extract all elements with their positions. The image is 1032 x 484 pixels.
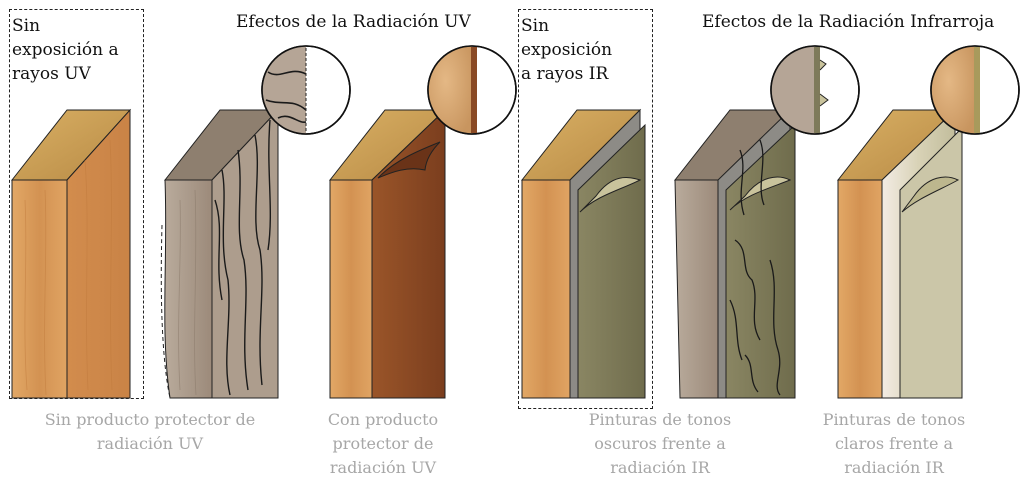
ir-reference-frame xyxy=(518,9,653,409)
ir-light-caption-line-1: Pinturas de tonos xyxy=(822,410,966,429)
uv-reference-line-3: rayos UV xyxy=(12,64,91,84)
uv-unprotected-caption-line-2: radiación UV xyxy=(96,434,204,453)
uv-reference-line-1: Sin xyxy=(12,16,41,36)
uv-reference-line-2: exposición a xyxy=(12,40,119,60)
uv-unprotected-magnifier xyxy=(261,45,351,135)
ir-reference-line-3: a rayos IR xyxy=(521,64,609,84)
uv-protected-magnifier xyxy=(427,45,517,135)
uv-protected-caption-line-1: Con producto xyxy=(327,410,439,429)
uv-reference-block xyxy=(10,108,132,399)
uv-section-title: Efectos de la Radiación UV xyxy=(236,12,471,32)
ir-dark-caption-line-3: radiación IR xyxy=(610,458,710,477)
ir-dark-paint-block xyxy=(673,108,796,399)
uv-unprotected-caption-line-1: Sin producto protector de xyxy=(44,410,256,429)
ir-reference-line-1: Sin xyxy=(521,16,550,36)
ir-section-title: Efectos de la Radiación Infrarroja xyxy=(702,12,995,32)
ir-reference-block xyxy=(520,108,646,399)
ir-light-caption: Pinturas de tonos claros frente a radiac… xyxy=(808,408,980,480)
uv-protected-caption: Con producto protector de radiación UV xyxy=(318,408,448,480)
ir-reference-line-2: exposición xyxy=(521,40,613,60)
ir-dark-caption-line-2: oscuros frente a xyxy=(594,434,726,453)
ir-light-caption-line-3: radiación IR xyxy=(844,458,944,477)
ir-reference-label: Sin exposición a rayos IR xyxy=(521,14,612,86)
ir-light-paint-block xyxy=(836,108,963,399)
uv-reference-label: Sin exposición a rayos UV xyxy=(12,14,119,86)
ir-light-caption-line-2: claros frente a xyxy=(834,434,954,453)
uv-protected-block xyxy=(328,108,447,399)
uv-protected-caption-line-2: protector de xyxy=(332,434,434,453)
uv-unprotected-caption: Sin producto protector de radiación UV xyxy=(30,408,270,456)
uv-unprotected-block xyxy=(160,108,280,399)
ir-dark-caption-line-1: Pinturas de tonos xyxy=(588,410,732,429)
ir-dark-caption: Pinturas de tonos oscuros frente a radia… xyxy=(574,408,746,480)
uv-protected-caption-line-3: radiación UV xyxy=(329,458,437,477)
ir-light-magnifier xyxy=(930,45,1020,135)
ir-dark-magnifier xyxy=(770,45,860,135)
